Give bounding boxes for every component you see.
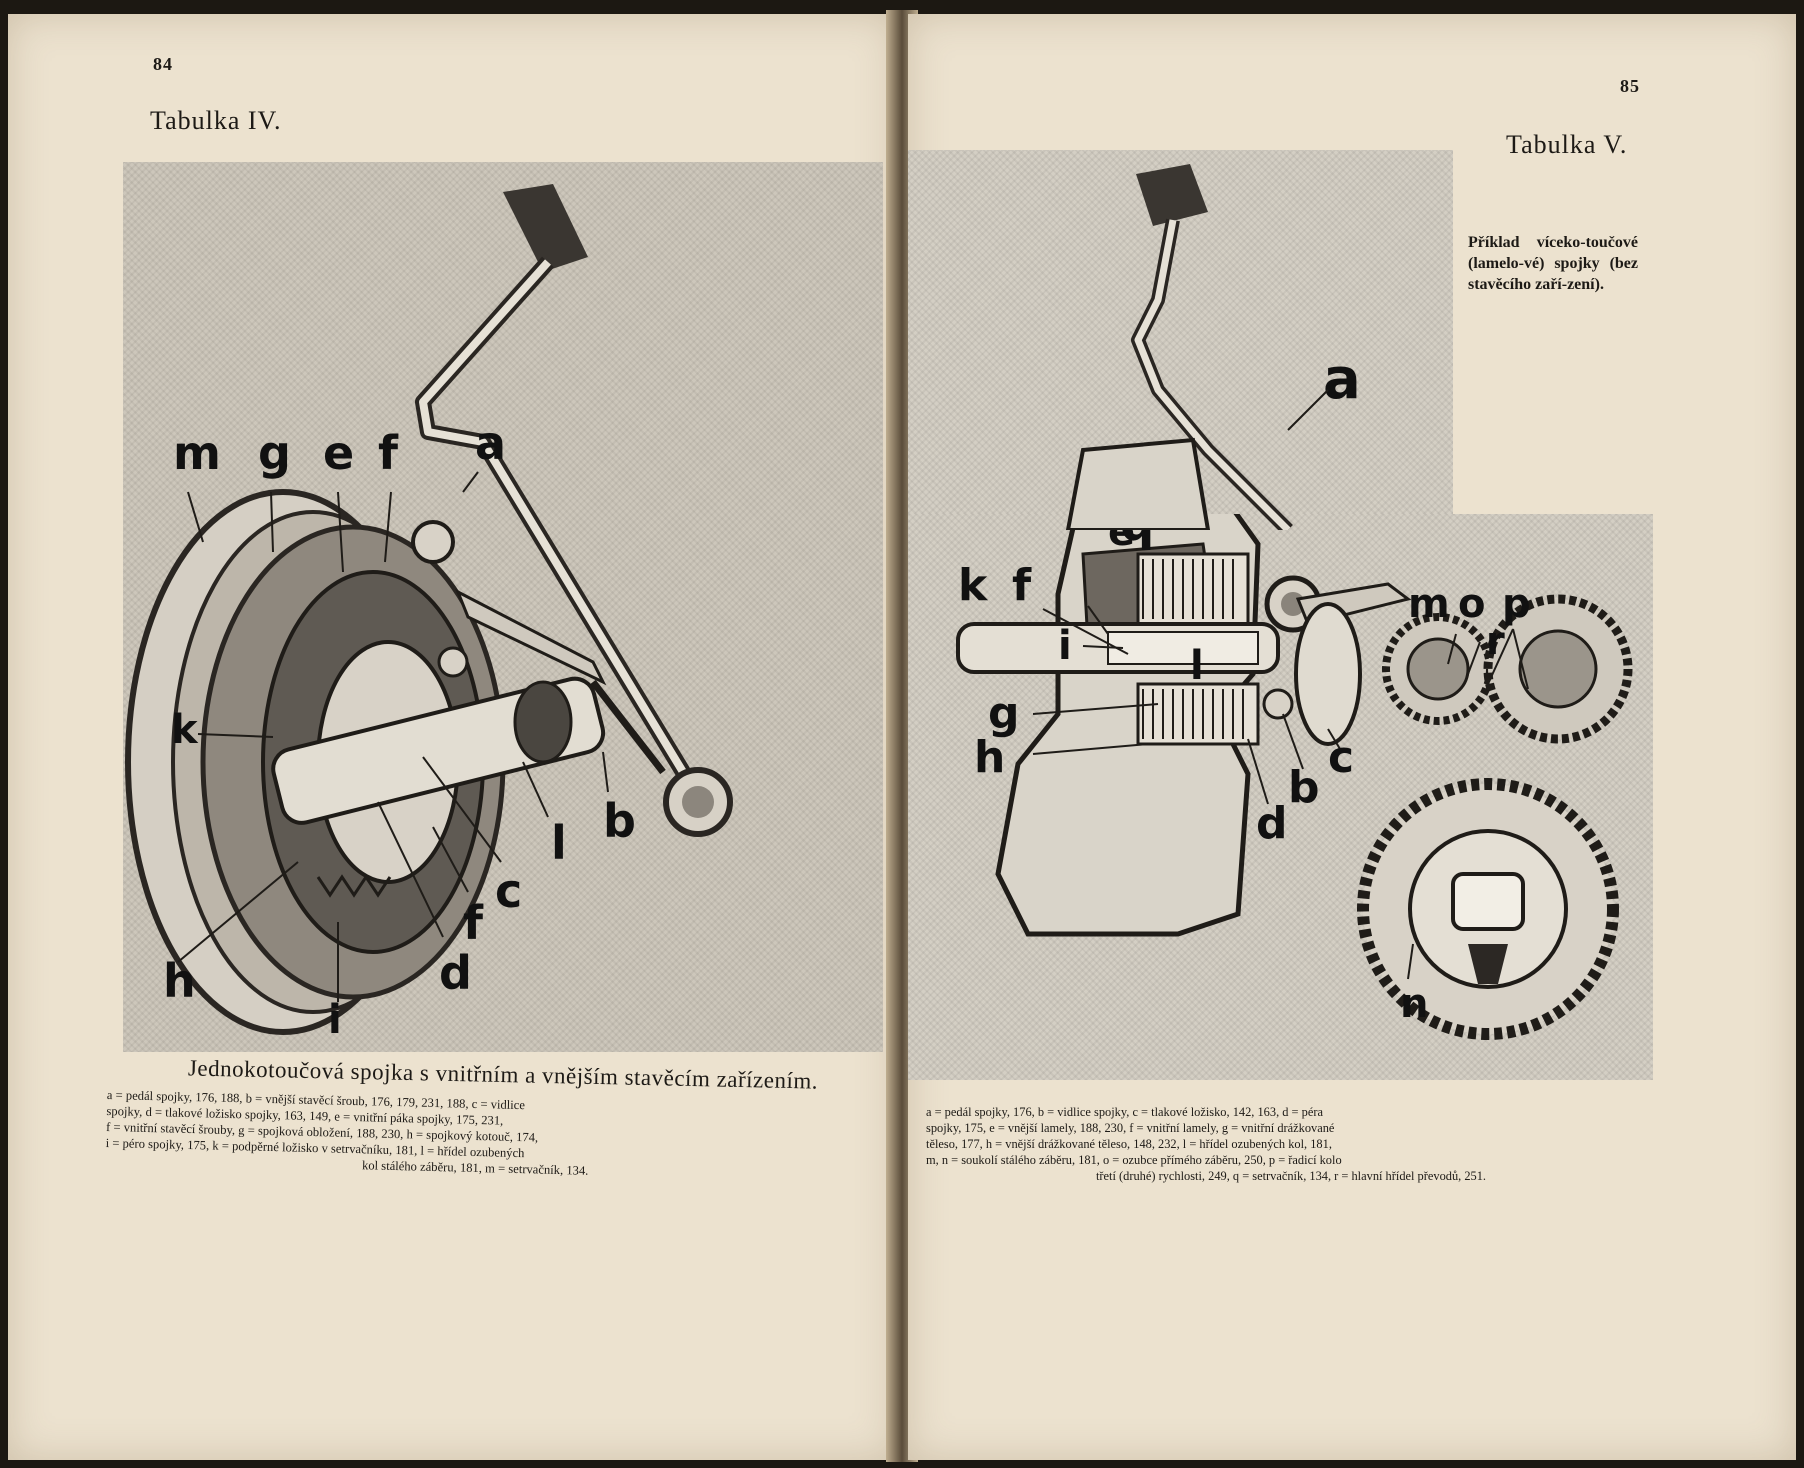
release-bearing-shape-right	[1294, 602, 1362, 746]
multi-plate-clutch-drawing	[956, 514, 1633, 1040]
part-label-g-right: g	[988, 688, 1020, 739]
pedal-pad-shape-right	[1136, 164, 1208, 226]
release-bearing-shape	[513, 680, 573, 764]
legend-left: a = pedál spojky, 176, 188, b = vnější s…	[105, 1087, 847, 1185]
legend-right: a = pedál spojky, 176, b = vidlice spojk…	[926, 1104, 1656, 1184]
part-label-l-right: l	[1190, 643, 1204, 689]
side-caption-right: Příklad víceko-toučové (lamelo-vé) spojk…	[1468, 234, 1638, 293]
part-label-c: c	[495, 864, 523, 918]
part-label-f-right: f	[1012, 560, 1032, 611]
legend-right-line-5: třetí (druhé) rychlosti, 249, q = setrva…	[1095, 1169, 1487, 1183]
part-label-l: l	[551, 816, 567, 870]
table-label-left: Tabulka IV.	[150, 106, 282, 135]
caption-title-left: Jednokotoučová spojka s vnitřním a vnějš…	[187, 1055, 819, 1094]
part-label-b-right: b	[1288, 762, 1320, 813]
part-label-d: d	[439, 946, 472, 1000]
legend-right-line-1: a = pedál spojky, 176, b = vidlice spojk…	[926, 1105, 1323, 1119]
part-label-f-top: f	[378, 426, 399, 480]
part-label-k-right: k	[958, 560, 988, 611]
page-number-left: 84	[153, 54, 173, 74]
legend-right-line-3: těleso, 177, h = vnější drážkované těles…	[926, 1137, 1332, 1151]
clutch-illustration-left: m g e f a k b l c f d h i	[123, 162, 883, 1052]
part-label-i-right: i	[1058, 623, 1072, 669]
single-plate-clutch-drawing	[125, 184, 733, 1035]
part-label-b: b	[603, 794, 636, 848]
part-label-a: a	[475, 416, 507, 470]
left-page: 84 Tabulka IV.	[8, 14, 896, 1460]
legend-right-line-4: m, n = soukolí stálého záběru, 181, o = …	[926, 1153, 1342, 1167]
gear-cluster-shape	[1357, 594, 1633, 1040]
page-number-right: 85	[1620, 76, 1640, 96]
table-label-right: Tabulka V.	[1506, 130, 1628, 159]
legend-right-line-2: spojky, 175, e = vnější lamely, 188, 230…	[926, 1121, 1335, 1135]
part-label-k: k	[171, 707, 198, 753]
part-label-m-right: m	[1408, 581, 1450, 627]
part-label-r-right: r	[1486, 619, 1505, 663]
part-label-d-right: d	[1256, 798, 1288, 849]
right-page: 85 Tabulka V. Příklad víceko-toučové (la…	[908, 14, 1796, 1460]
clutch-illustration-right: e k f i l g h d b c m o p r n	[908, 514, 1653, 1080]
part-label-g: g	[258, 426, 291, 480]
part-label-e: e	[323, 426, 355, 480]
part-label-c-right: c	[1328, 732, 1355, 783]
part-label-a-right: a	[1323, 347, 1361, 412]
part-label-i: i	[328, 997, 342, 1043]
part-label-o-right: o	[1458, 581, 1486, 627]
part-label-f-bottom: f	[463, 896, 484, 950]
part-label-n-right: n	[1400, 981, 1429, 1027]
part-label-m: m	[173, 426, 221, 480]
clutch-lamellae-shape	[1136, 552, 1260, 746]
part-label-h: h	[163, 954, 196, 1008]
part-label-p-right: p	[1502, 581, 1531, 627]
pedal-drawing-right	[1065, 164, 1329, 530]
part-label-h-right: h	[974, 732, 1006, 783]
pedal-pad-shape	[503, 184, 588, 272]
